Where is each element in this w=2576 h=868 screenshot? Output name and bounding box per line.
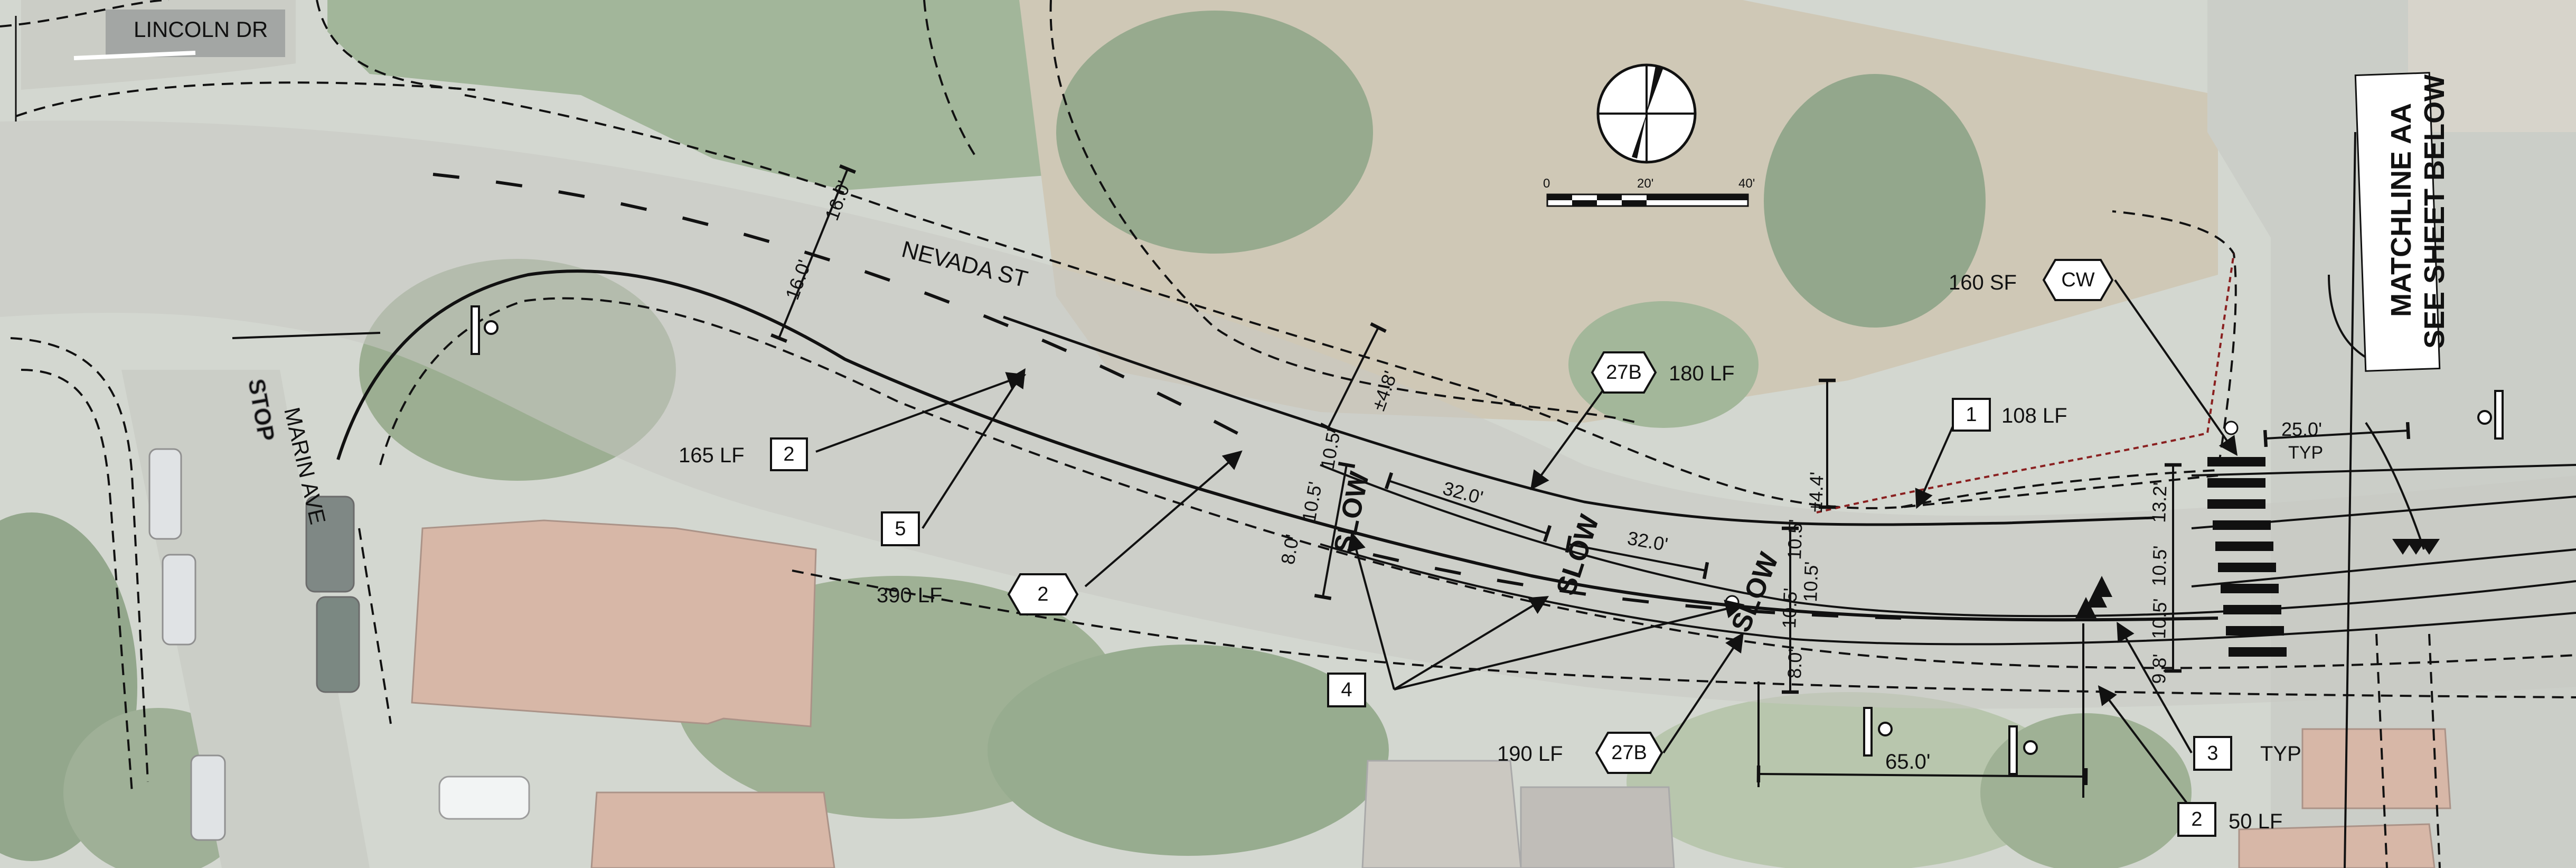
leader-lines — [815, 279, 2238, 817]
matchline-title: MATCHLINE AA — [2385, 103, 2417, 317]
tag-2-mid-length: 390 LF — [877, 584, 943, 607]
tag-2-right-length: 50 LF — [2229, 810, 2282, 833]
dim-105f: 10.5' — [2148, 545, 2171, 586]
dim-132: 13.2' — [2148, 482, 2171, 523]
tag-2-left: 2 — [783, 443, 794, 465]
tag-1-length: 108 LF — [2001, 404, 2067, 427]
dim-98: 9.8' — [2148, 654, 2170, 684]
tag-5: 5 — [895, 518, 906, 540]
tag-2-right: 2 — [2191, 808, 2202, 830]
tag-3: 3 — [2207, 742, 2218, 764]
tag-2-left-length: 165 LF — [679, 444, 745, 467]
scale-bar: 0 20' 40' — [1543, 176, 1755, 207]
tag-27b-top-length: 180 LF — [1669, 362, 1735, 385]
scale-tick-20: 20' — [1637, 176, 1653, 191]
dim-105c: 10.5' — [1799, 561, 1822, 602]
scale-tick-40: 40' — [1738, 176, 1755, 191]
yield-triangles — [2075, 539, 2440, 618]
north-arrow — [1596, 63, 1697, 164]
tag-2-mid: 2 — [1037, 583, 1048, 605]
dim-250: 25.0' — [2281, 418, 2322, 440]
matchline-subtitle: SEE SHEET BELOW — [2419, 74, 2450, 349]
dim-44: ±4.4' — [1804, 471, 1828, 512]
tag-27b-top: 27B — [1606, 361, 1642, 384]
tag-27b-bottom-length: 190 LF — [1497, 742, 1563, 766]
tag-27b-bottom: 27B — [1611, 742, 1647, 764]
tag-3-typ: TYP — [2260, 742, 2301, 766]
dim-105g: 10.5' — [2148, 598, 2171, 639]
cw-area-label: 160 SF — [1949, 271, 2017, 294]
dim-105d: 10.5' — [1778, 587, 1801, 629]
sign-posts — [471, 305, 2504, 775]
cw-tag: CW — [2061, 269, 2094, 291]
tag-1: 1 — [1966, 404, 1977, 426]
matchline-label: MATCHLINE AA SEE SHEET BELOW — [2354, 72, 2450, 372]
callouts: 160 SF CW 27B 180 LF 1 108 LF 165 LF 2 5… — [679, 259, 2301, 837]
scale-tick-0: 0 — [1543, 176, 1550, 191]
lincoln-dr-label: LINCOLN DR — [134, 17, 268, 42]
dim-105e: 10.5' — [1783, 519, 1807, 560]
dim-8a: 8.0' — [1277, 533, 1303, 566]
dim-650: 65.0' — [1885, 750, 1931, 773]
dim-8b: 8.0' — [1783, 648, 1806, 679]
dimension-lines — [770, 164, 2411, 798]
dim-typ: TYP — [2288, 443, 2323, 463]
tag-4: 4 — [1341, 679, 1352, 701]
crosswalk — [2207, 457, 2287, 657]
